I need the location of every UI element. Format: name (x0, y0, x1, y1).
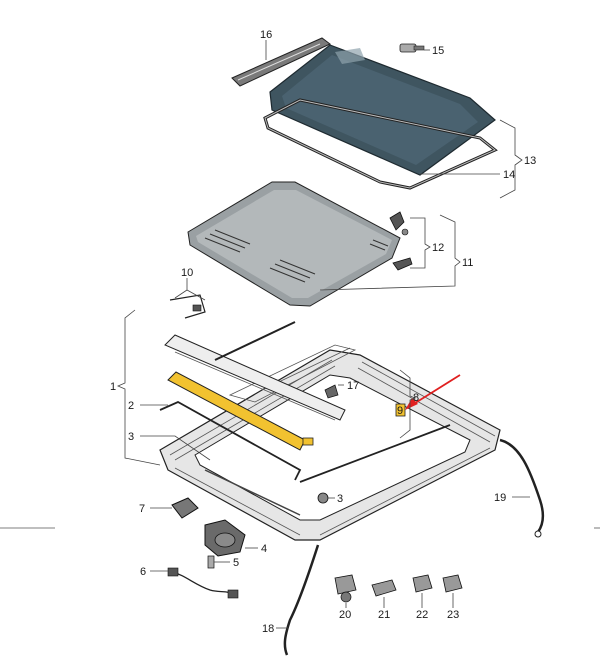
sunroof-frame[interactable] (159, 344, 501, 541)
label-19: 19 (494, 492, 506, 504)
sunshade-panel[interactable] (187, 181, 401, 307)
label-8: 8 (413, 392, 419, 404)
side-seal-strip[interactable] (159, 321, 451, 483)
label-15: 15 (432, 45, 444, 57)
wind-deflector[interactable] (231, 37, 331, 87)
label-14: 14 (503, 169, 515, 181)
drain-hose-front[interactable] (283, 544, 320, 656)
bracket-part-20[interactable] (334, 574, 357, 603)
label-12: 12 (432, 242, 444, 254)
label-7: 7 (139, 503, 145, 515)
label-22: 22 (416, 609, 428, 621)
label-18: 18 (262, 623, 274, 635)
wiring-part-10[interactable] (169, 294, 206, 319)
part-number-labels: 16 15 13 14 12 11 10 1 2 3 17 8 9 3 19 7… (110, 29, 536, 635)
label-3: 3 (128, 431, 134, 443)
label-21: 21 (378, 609, 390, 621)
sunshade-clip-upper[interactable] (389, 211, 409, 236)
glass-seal[interactable] (263, 98, 498, 190)
red-arrow-indicator (405, 374, 461, 410)
bracket-part-22[interactable] (412, 574, 433, 593)
sunroof-motor[interactable] (204, 519, 246, 557)
label-2: 2 (128, 400, 134, 412)
grommet-part-3[interactable] (317, 492, 329, 504)
leader-lines (116, 40, 530, 629)
drain-hose-rear[interactable] (499, 438, 545, 538)
sunshade-clip-lower[interactable] (392, 257, 413, 271)
bracket-part-23[interactable] (442, 574, 463, 593)
label-1: 1 (110, 381, 116, 393)
screw-part-5[interactable] (207, 555, 215, 569)
label-6: 6 (140, 566, 146, 578)
glass-panel[interactable] (269, 44, 496, 176)
wiring-harness[interactable] (167, 567, 239, 599)
label-11: 11 (462, 257, 473, 269)
label-16: 16 (260, 29, 272, 41)
screw-part[interactable] (399, 43, 425, 53)
label-23: 23 (447, 609, 459, 621)
bracket-part-17[interactable] (324, 384, 339, 399)
control-module[interactable] (171, 497, 199, 519)
label-3-secondary: 3 (337, 493, 343, 505)
label-9: 9 (397, 405, 403, 417)
label-17: 17 (347, 380, 359, 392)
label-5: 5 (233, 557, 239, 569)
label-10: 10 (181, 267, 193, 279)
label-13: 13 (524, 155, 536, 167)
label-20: 20 (339, 609, 351, 621)
label-4: 4 (261, 543, 267, 555)
bracket-part-21[interactable] (371, 579, 397, 597)
clip-part-8[interactable] (302, 437, 314, 446)
drain-channel[interactable] (164, 334, 346, 421)
